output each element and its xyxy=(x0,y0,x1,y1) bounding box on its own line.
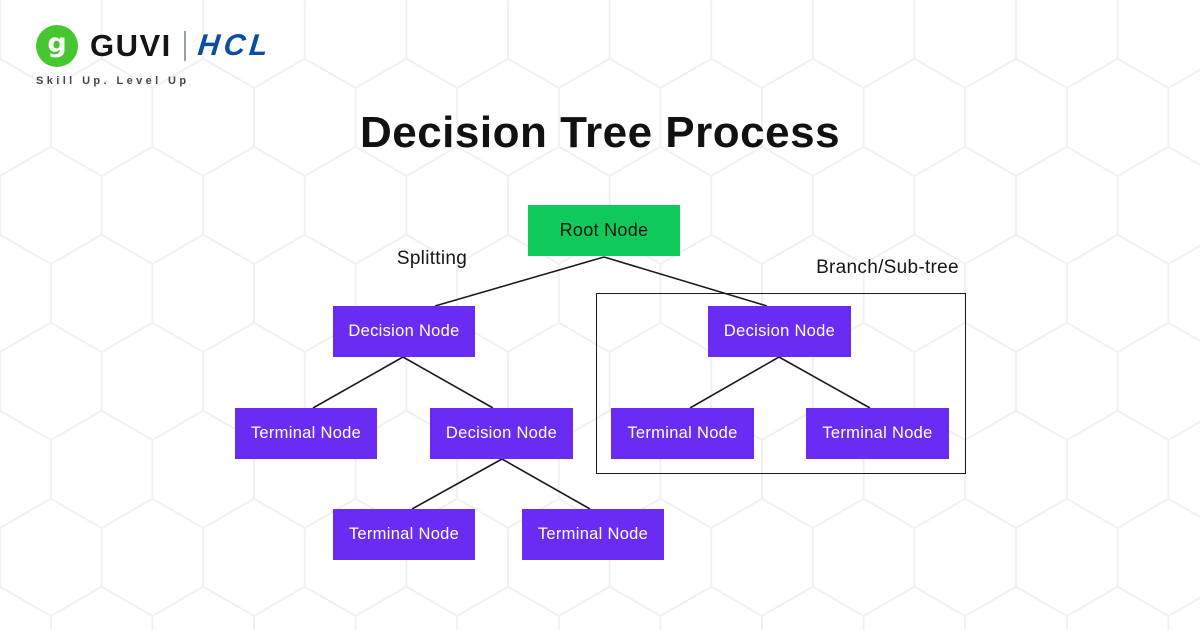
terminal-node-r2: Terminal Node xyxy=(806,408,949,459)
connector-decisionright-to-terminal-r1 xyxy=(689,356,780,409)
root-node: Root Node xyxy=(528,205,680,256)
splitting-label: Splitting xyxy=(396,248,468,269)
connector-decisionmid-to-terminal-b1 xyxy=(411,458,503,510)
connector-decisionleft-to-terminal xyxy=(312,356,404,409)
connector-root-to-decision-right xyxy=(603,256,768,307)
terminal-node-r1: Terminal Node xyxy=(611,408,754,459)
branch-subtree-label: Branch/Sub-tree xyxy=(816,257,959,278)
terminal-node-left: Terminal Node xyxy=(235,408,377,459)
guvi-wordmark: GUVI xyxy=(90,28,172,63)
hcl-wordmark: HCL xyxy=(196,29,274,62)
guvi-logo-glyph: g xyxy=(47,27,67,59)
logo-row: g GUVI HCL xyxy=(36,24,274,68)
terminal-node-b1: Terminal Node xyxy=(333,509,475,560)
logo-divider xyxy=(183,31,186,61)
connector-decisionright-to-terminal-r2 xyxy=(778,356,871,409)
decision-node-mid: Decision Node xyxy=(430,408,573,459)
branch-subtree-frame xyxy=(596,293,966,474)
connector-root-to-decision-left xyxy=(434,256,605,307)
decision-node-left: Decision Node xyxy=(333,306,475,357)
guvi-logo-icon: g xyxy=(36,25,78,67)
brand-tagline: Skill Up. Level Up xyxy=(36,75,190,87)
brand-logo: g GUVI HCL Skill Up. Level Up xyxy=(36,24,274,87)
connector-decisionmid-to-terminal-b2 xyxy=(501,458,591,510)
terminal-node-b2: Terminal Node xyxy=(522,509,664,560)
decision-node-right: Decision Node xyxy=(708,306,851,357)
connector-decisionleft-to-decisionmid xyxy=(402,356,494,409)
page-title: Decision Tree Process xyxy=(359,108,841,157)
